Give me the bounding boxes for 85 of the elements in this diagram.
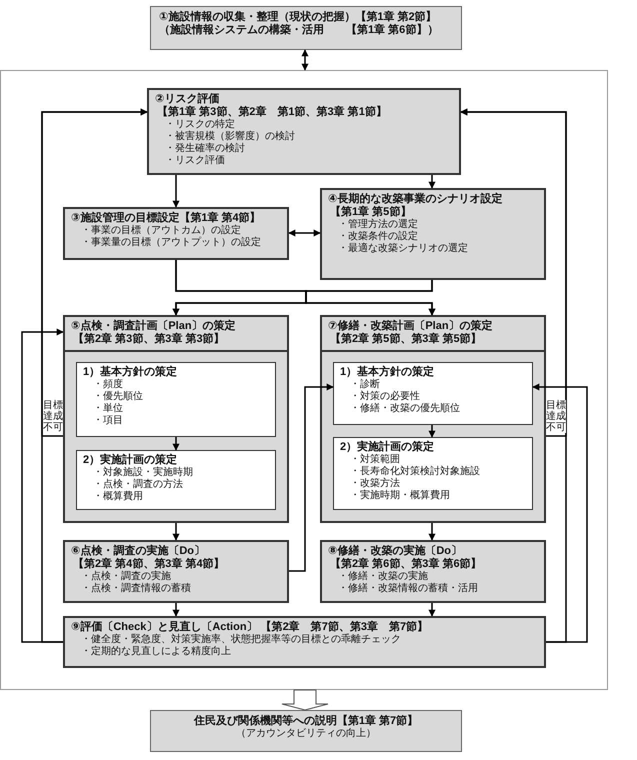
process-box (320, 540, 546, 603)
chapter-reference: 【第2章 第6節、第3章 第6節】 (329, 558, 483, 570)
bullet-item: ・リスク評価 (164, 155, 226, 167)
bullet-item: ・優先順位 (92, 391, 144, 403)
chapter-reference: 【第1章 第3節、第2章 第1節、第3章 第1節】 (156, 106, 388, 118)
bullet-item: ・点検・調査の方法 (92, 479, 184, 490)
box-heading: 住民及び関係機関等への説明【第1章 第7節】 (192, 715, 420, 728)
step-box (333, 362, 533, 425)
box-heading: ①施設情報の収集・整理（現状の把握）【第1章 第2節】 (159, 11, 438, 24)
bullet-item: ・事業量の目標（アウトプット）の設定 (80, 237, 262, 249)
bullet-item: ・事業の目標（アウトカム）の設定 (80, 225, 242, 236)
edge-label: 目標達成不可 (546, 400, 566, 433)
process-box (150, 710, 462, 752)
bullet-item: ・概算費用 (92, 491, 144, 503)
step-box (76, 450, 276, 510)
box-heading: ⑤点検・調査計画〔Plan〕の策定 (71, 320, 237, 332)
arrow (21, 328, 64, 643)
bullet-item: ・頻度 (92, 379, 124, 390)
bullet-item: ・長寿命化対策検討対象施設 (349, 466, 481, 478)
process-box (63, 315, 289, 523)
box-heading: ②リスク評価 (155, 93, 220, 106)
box-heading: 1）基本方針の策定 (83, 366, 178, 378)
bullet-item: ・対策範囲 (349, 454, 401, 466)
arrow (428, 523, 436, 541)
box-heading: ⑥点検・調査の実施〔Do〕 (71, 545, 206, 558)
chapter-reference: 【第2章 第4節、第3章 第4節】 (72, 558, 226, 570)
process-box (63, 616, 546, 668)
process-box (63, 540, 289, 603)
chapter-reference: 【第2章 第3節、第3章 第3節】 (72, 333, 226, 346)
chapter-reference: （施設情報システムの構築・活用 【第1章 第6節】） (159, 24, 440, 37)
arrow (172, 175, 180, 208)
chapter-reference: 【第2章 第5節、第3章 第5節】 (329, 333, 483, 346)
bullet-item: ・修繕・改築情報の蓄積・活用 (337, 583, 479, 595)
process-box (320, 315, 546, 523)
arrow (288, 230, 321, 236)
box-heading: 2）実施計画の策定 (340, 441, 436, 454)
box-heading: ④長期的な改築事業のシナリオ設定 (328, 193, 504, 206)
arrow (172, 523, 180, 541)
step-box (76, 362, 276, 437)
chapter-reference: 【第1章 第5節】 (329, 206, 412, 218)
bullet-item: （アカウンタビリティの向上） (235, 728, 377, 740)
box-heading: ⑨評価〔Check〕と見直し〔Action〕 【第2章 第7節、第3章 第7節】 (71, 621, 430, 634)
arrow (305, 280, 436, 316)
box-heading: ⑧修繕・改築の実施〔Do〕 (328, 545, 463, 558)
bullet-item: ・項目 (92, 415, 124, 427)
process-box (320, 188, 546, 280)
arrow (172, 603, 180, 617)
bullet-item: ・リスクの特定 (164, 119, 236, 130)
bullet-item: ・定期的な見直しによる精度向上 (80, 646, 232, 658)
bullet-item: ・管理方法の選定 (337, 219, 419, 230)
bullet-item: ・改築方法 (349, 478, 401, 490)
arrow (428, 175, 436, 189)
arrow (302, 49, 308, 71)
bullet-item: ・最適な改築シナリオの選定 (337, 243, 469, 255)
arrow (532, 384, 588, 643)
bullet-item: ・実施時期・概算費用 (349, 490, 451, 502)
box-heading: ⑦修繕・改築計画〔Plan〕の策定 (328, 320, 494, 332)
bullet-item: ・対象施設・実施時期 (92, 467, 194, 478)
process-box (147, 88, 461, 175)
bullet-item: ・点検・調査情報の蓄積 (80, 583, 192, 595)
step-box (333, 437, 533, 510)
edge-label: 目標達成不可 (43, 400, 63, 433)
box-heading: ③施設管理の目標設定【第1章 第4節】 (71, 212, 262, 224)
block-arrow (282, 690, 328, 711)
arrow (289, 384, 334, 572)
frame-box (0, 70, 608, 690)
arrow (460, 108, 567, 437)
bullet-item: ・被害規模（影響度）の検討 (164, 131, 296, 142)
bullet-item: ・修繕・改築の優先順位 (349, 403, 461, 415)
bullet-item: ・点検・調査の実施 (80, 571, 172, 582)
process-box (150, 6, 462, 50)
box-heading: 2）実施計画の策定 (83, 454, 178, 466)
box-heading: 1）基本方針の策定 (340, 366, 436, 378)
arrow (428, 603, 436, 617)
bullet-item: ・修繕・改築の実施 (337, 571, 429, 582)
arrow (41, 108, 148, 437)
arrow (428, 425, 436, 438)
bullet-item: ・発生確率の検討 (164, 143, 246, 154)
bullet-item: ・対策の必要性 (349, 391, 421, 402)
bullet-item: ・健全度・緊急度、対策実施率、状態把握率等の目標との乖離チェック (80, 634, 402, 646)
bullet-item: ・単位 (92, 403, 124, 415)
arrow (172, 437, 180, 451)
process-box (63, 207, 289, 260)
bullet-item: ・診断 (349, 379, 381, 390)
bullet-item: ・改築条件の設定 (337, 231, 419, 242)
